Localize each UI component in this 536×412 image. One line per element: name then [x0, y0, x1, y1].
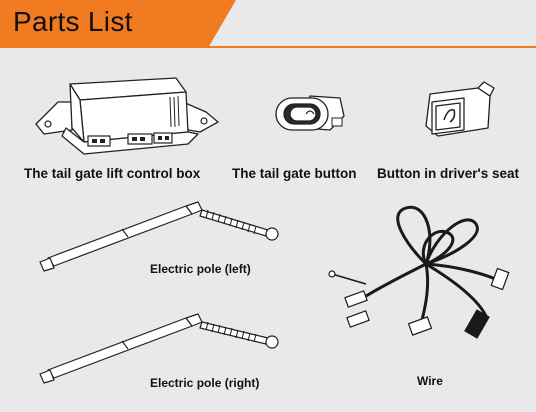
electric-pole-right-label: Electric pole (right): [150, 376, 260, 390]
tail-gate-button-image: [275, 95, 345, 131]
page-title: Parts List: [13, 6, 133, 37]
title-bar: Parts List: [0, 0, 536, 48]
wire-label: Wire: [417, 374, 443, 388]
electric-pole-left-label: Electric pole (left): [150, 262, 251, 276]
drivers-seat-button-image: [425, 81, 495, 137]
drivers-seat-button-label: Button in driver's seat: [377, 166, 519, 181]
control-box-image: [35, 77, 219, 155]
title-tab: [0, 0, 236, 48]
title-underline: [0, 46, 536, 48]
electric-pole-right-image: [39, 313, 279, 384]
electric-pole-left-image: [39, 201, 279, 272]
control-box-label: The tail gate lift control box: [24, 166, 201, 181]
wire-harness-image: [328, 205, 510, 339]
tail-gate-button-label: The tail gate button: [232, 166, 357, 181]
